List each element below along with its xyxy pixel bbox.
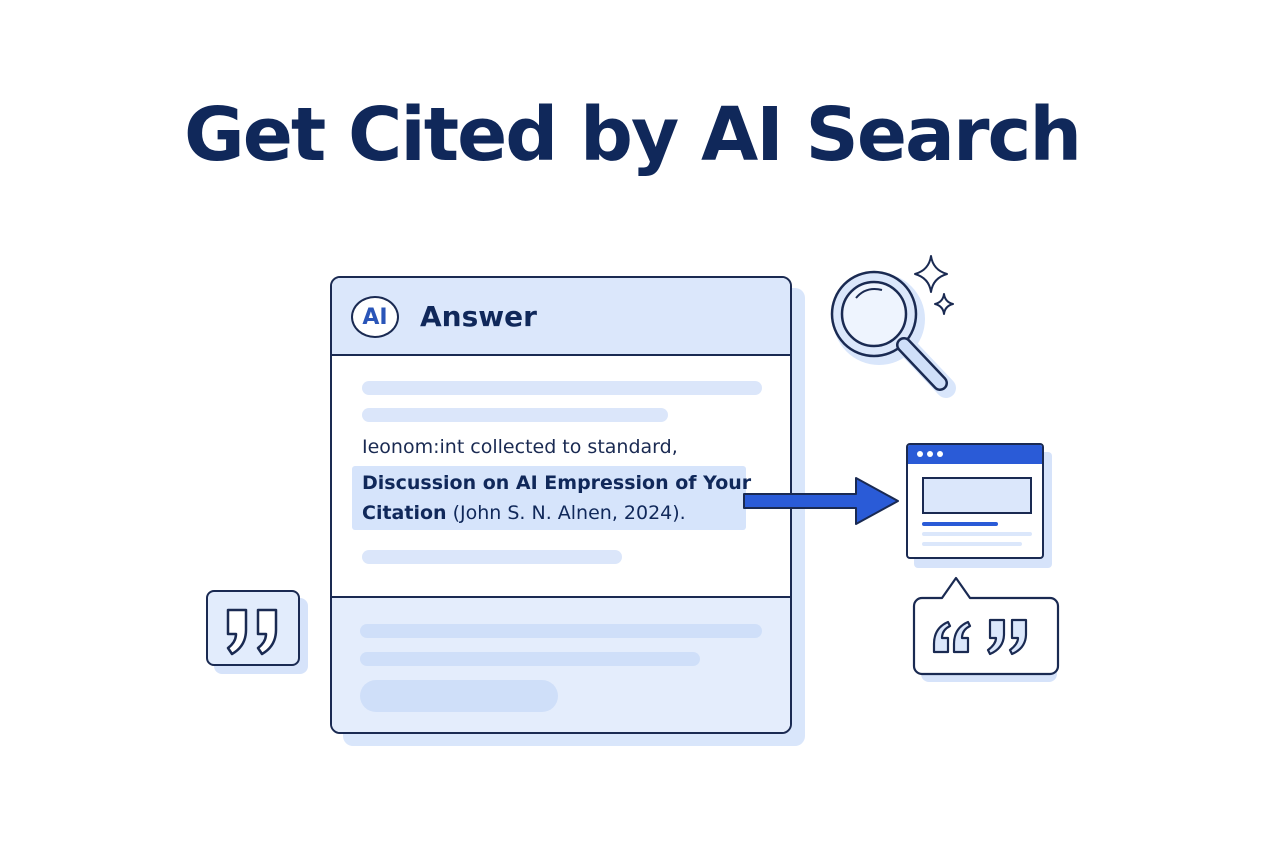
placeholder-line [360,624,762,638]
browser-line [922,522,998,526]
citation-title: Discussion on AI Empression of Your [362,472,752,494]
answer-snippet: Ieonom:int collected to standard, [362,436,678,458]
quotes-speech-bubble-icon [912,576,1060,682]
citation-author: (John S. N. Alnen, 2024). [446,502,686,524]
placeholder-button [360,680,558,712]
window-dot [927,451,933,457]
arrow-right-icon [743,477,899,525]
sparkle-icon [914,255,954,315]
browser-line [922,542,1022,546]
card-header: AI Answer [332,278,790,356]
citation-source: Citation (John S. N. Alnen, 2024). [362,502,686,524]
ai-answer-card: AI Answer Ieonom:int collected to standa… [330,276,792,734]
placeholder-line [362,381,762,395]
quote-bubble-left [206,590,300,666]
citation-bold-word: Citation [362,502,447,524]
browser-window-icon [906,443,1044,559]
answer-label: Answer [420,300,537,333]
window-dot [917,451,923,457]
placeholder-line [360,652,700,666]
window-dot [937,451,943,457]
ai-badge: AI [351,296,399,338]
browser-content-box [922,477,1032,514]
placeholder-line [362,408,668,422]
placeholder-line [362,550,622,564]
page-title: Get Cited by AI Search [183,92,1082,178]
browser-titlebar [908,445,1042,464]
magnifier-icon [830,255,956,398]
closing-quote-icon [226,608,278,656]
citation-highlight [352,466,746,530]
card-footer [332,596,790,732]
browser-line [922,532,1032,536]
